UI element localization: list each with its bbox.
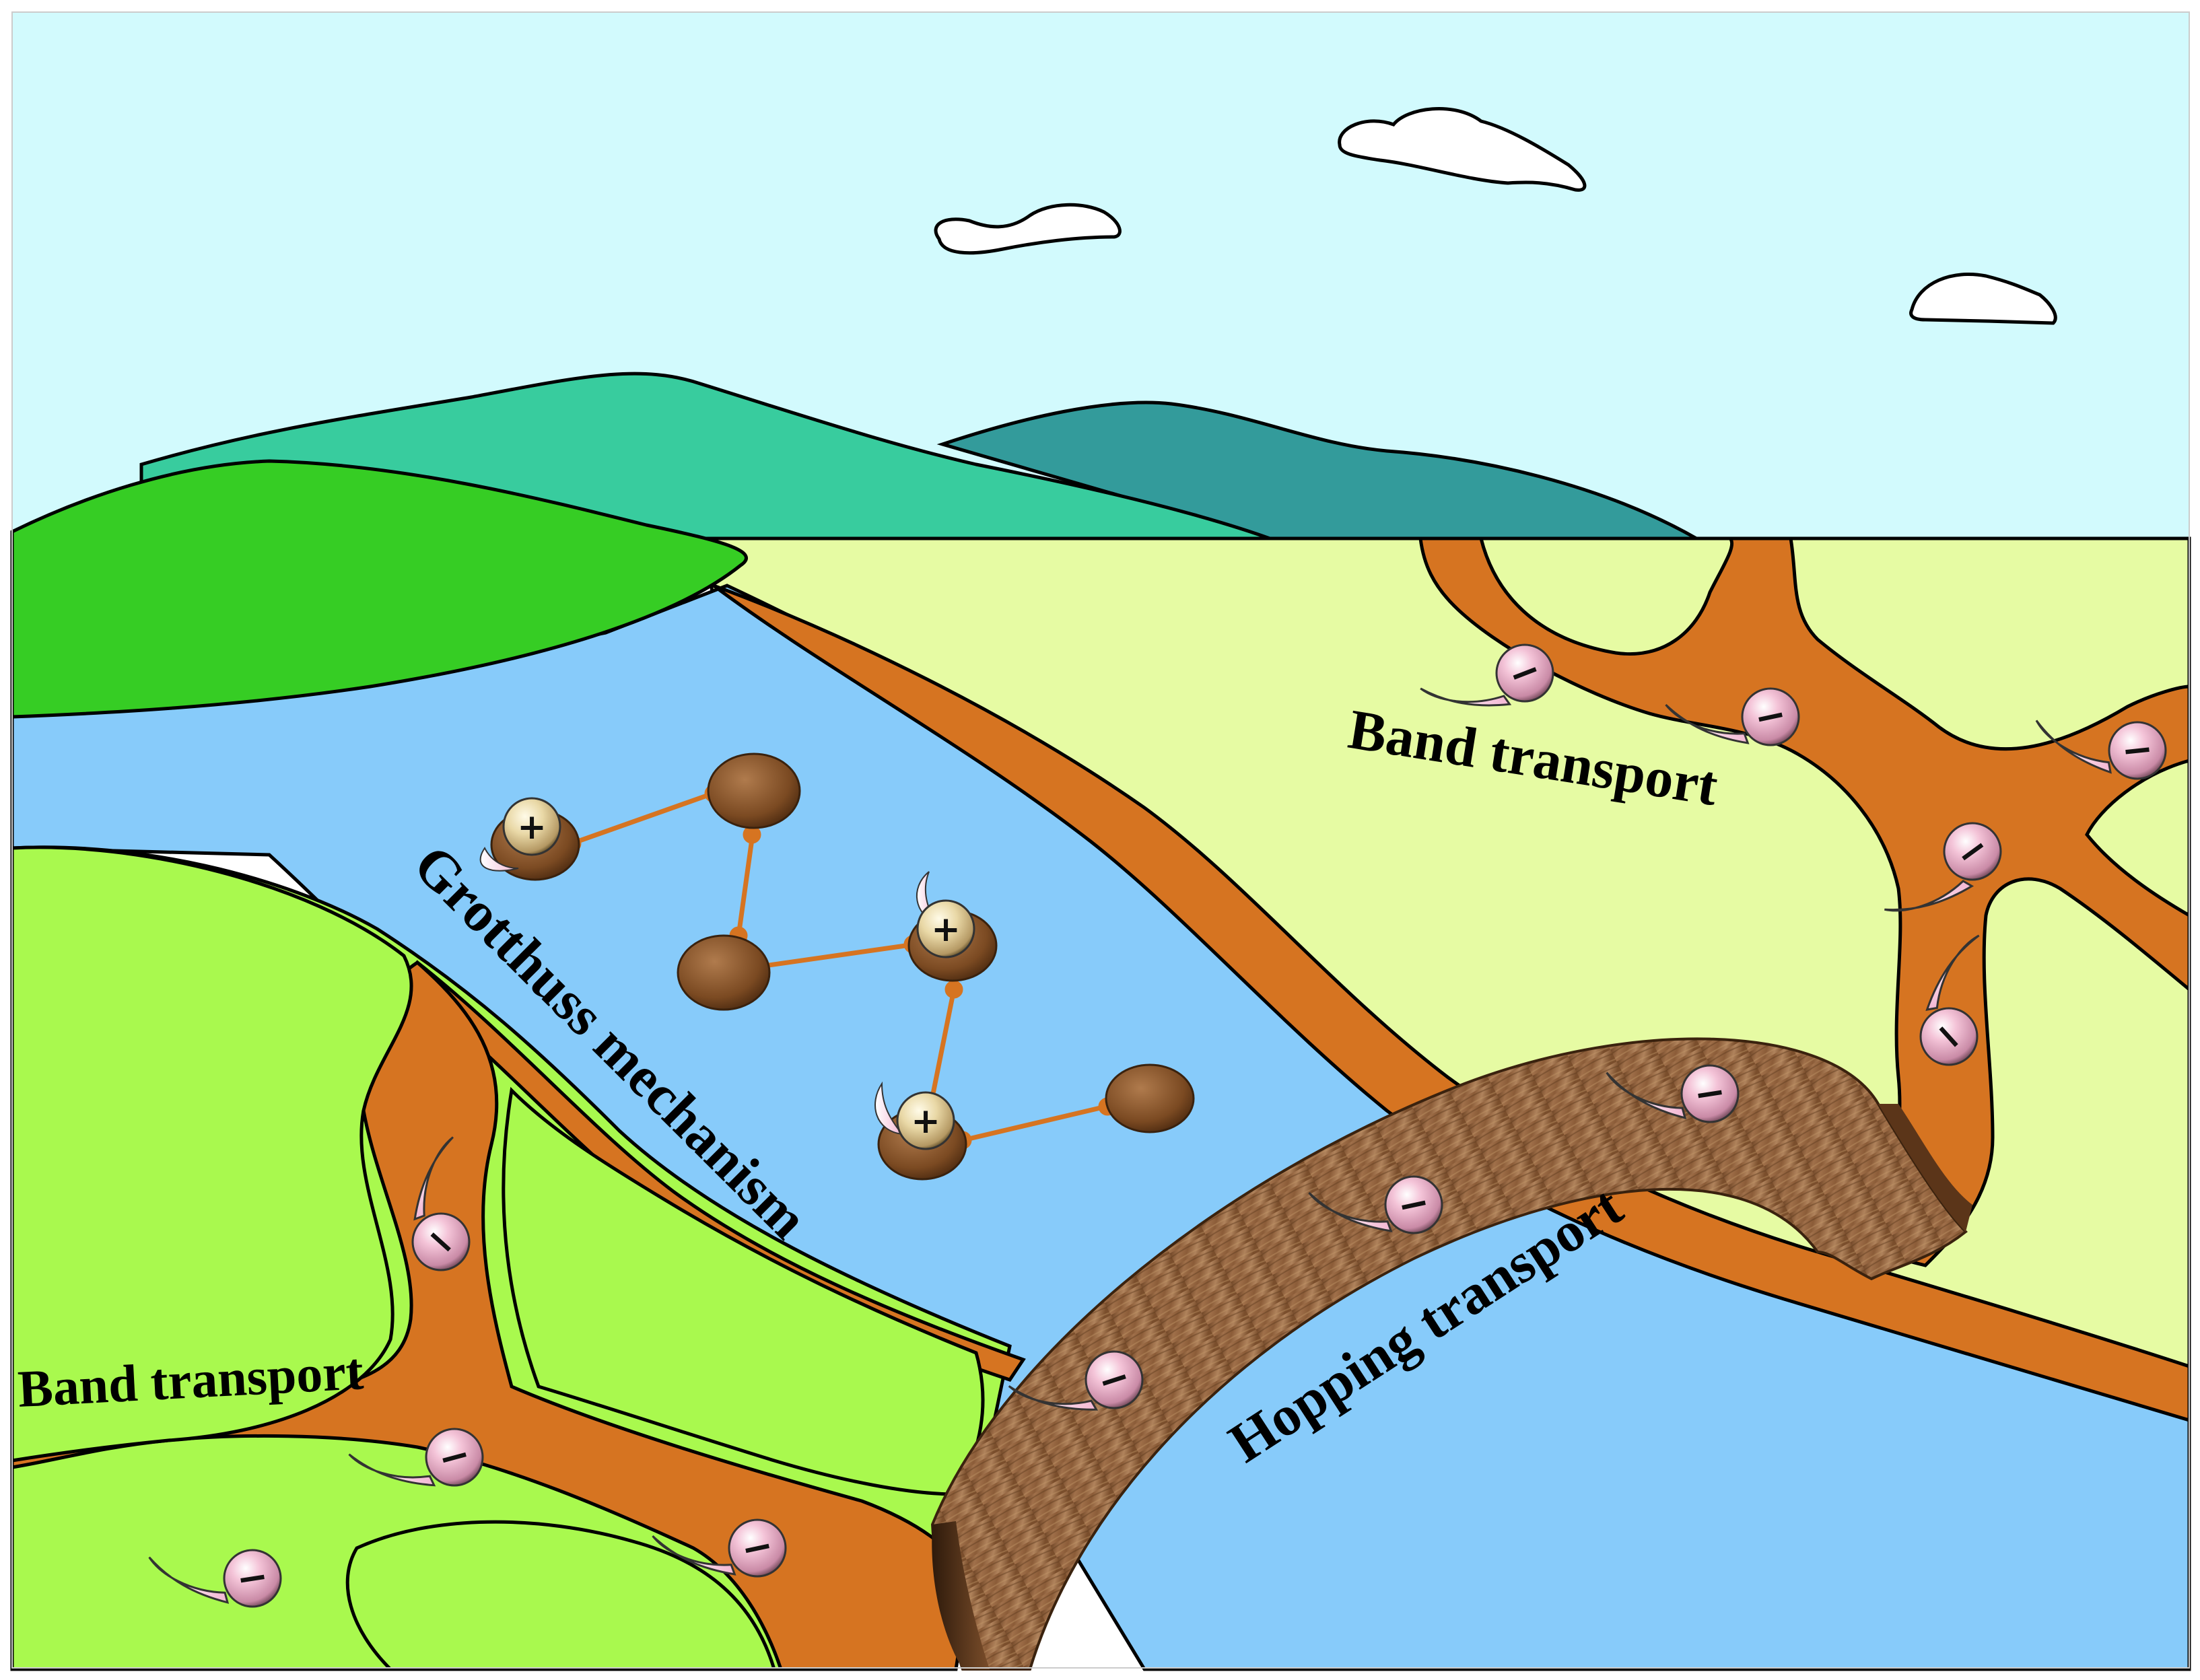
far-hill [936,400,1703,544]
electron-icon: − [1606,1064,1740,1123]
proton-icon: + [479,797,561,872]
bridge-side [932,1521,990,1669]
left-bank-channel [401,960,1026,1382]
water-molecule-icon [677,934,771,1011]
bridge-side [1878,1104,1972,1232]
svg-text:+: + [911,1101,940,1142]
proton-icon: + [916,871,975,958]
electron-icon: − [1308,1175,1443,1234]
electron-icon: − [1884,822,2002,912]
electron-icon: − [652,1518,787,1578]
left-field-pocket [10,845,413,1463]
cloud-icon [1909,272,2057,325]
water-molecule-icon [707,753,801,829]
wooden-bridge-icon [930,1037,1968,1671]
cloud-icon [1338,107,1587,192]
near-hill [10,459,748,719]
electron-icon: − [1665,687,1800,746]
electron-icon: − [148,1549,282,1608]
electron-icon: − [411,1136,471,1271]
cloud-icon [934,203,1122,255]
electron-icon: − [1919,934,1980,1066]
svg-text:+: + [931,909,961,950]
water-molecule-icon [1105,1063,1195,1133]
left-field-pocket [345,1520,777,1671]
electron-icon: − [1420,643,1554,707]
electron-sign: − [1691,1070,1729,1118]
electron-icon: − [1008,1350,1144,1411]
svg-text:+: + [517,807,547,847]
electron-icon: − [2035,720,2167,780]
right-channel-network [1418,536,2191,1267]
electron-sign: − [234,1554,272,1603]
electron-icon: − [348,1428,484,1487]
electrons: − − − − − − − − − − − − [148,643,2167,1608]
electron-sign: − [2119,727,2155,774]
proton-icon: + [874,1081,955,1150]
